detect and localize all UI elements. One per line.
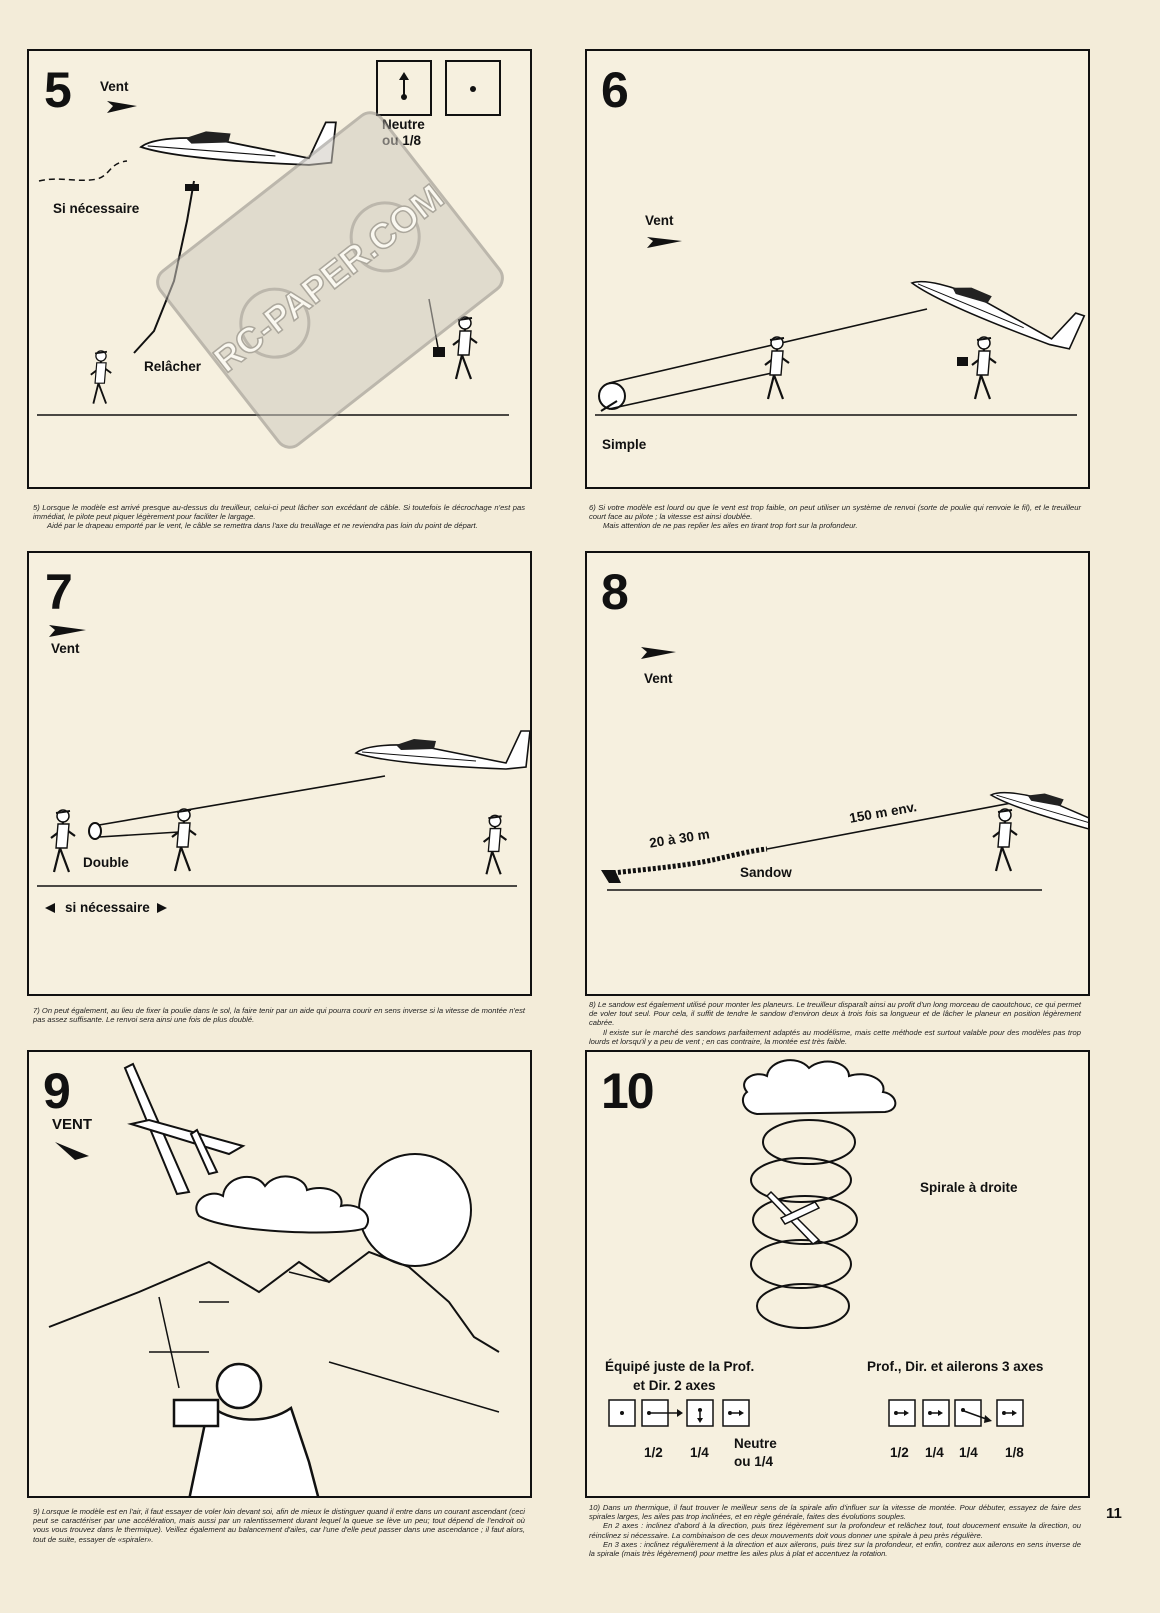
panel-5: 5 Vent Neutre ou 1/8 Si nécessaire Relâc… [27,49,532,489]
label-right-value-1: 1/2 [890,1445,909,1460]
label-wind: Vent [645,213,674,228]
label-si-necessaire: Si nécessaire [53,201,140,216]
label-left-value-1: 1/2 [644,1445,663,1460]
label-two-axis-title-1: Équipé juste de la Prof. [605,1359,755,1374]
panel-8-illustration [601,647,1088,891]
label-simple: Simple [602,437,647,452]
caption-5: 5) Lorsque le modèle est arrivé presque … [33,503,525,531]
label-wind: Vent [644,671,673,686]
label-si-necessaire: si nécessaire [65,900,150,915]
label-three-axis-title: Prof., Dir. et ailerons 3 axes [867,1359,1044,1374]
panel-number: 9 [43,1063,71,1119]
caption-10: 10) Dans un thermique, il faut trouver l… [589,1503,1081,1559]
panel-9: 9 VENT [27,1050,532,1498]
label-neutre-value: ou 1/8 [382,133,422,148]
label-left-neutre-value: ou 1/4 [734,1454,774,1469]
caption-8: 8) Le sandow est également utilisé pour … [589,1000,1081,1046]
panel-7-illustration [37,625,530,913]
trim-box-neutral [445,60,501,116]
label-wind: Vent [100,79,129,94]
caption-7: 7) On peut également, au lieu de fixer l… [33,1006,525,1025]
label-neutre: Neutre [382,117,425,132]
caption-6: 6) Si votre modèle est lourd ou que le v… [589,503,1081,531]
label-right-value-4: 1/8 [1005,1445,1024,1460]
label-spirale: Spirale à droite [920,1180,1018,1195]
panel-7: 7 Vent Double si nécessaire [27,551,532,996]
label-left-value-2: 1/4 [690,1445,709,1460]
panel-8: 8 Vent 20 à 30 m 150 m env. Sandow [585,551,1090,996]
arrow-up-icon [399,72,409,100]
label-relacher: Relâcher [144,359,202,374]
label-two-axis-title-2: et Dir. 2 axes [633,1378,716,1393]
trim-box-up [376,60,432,116]
panel-number: 10 [601,1063,655,1119]
panel-number: 5 [44,62,72,118]
panel-number: 8 [601,564,629,620]
panel-10: 10 Spirale à droite Équipé juste de la P… [585,1050,1090,1498]
label-wind: VENT [52,1116,93,1133]
panel-number: 6 [601,62,629,118]
panel-10-illustration [608,1059,1024,1427]
label-wind: Vent [51,641,80,656]
panel-6: 6 Vent Simple [585,49,1090,489]
panel-6-illustration [595,237,1086,416]
label-left-neutre: Neutre [734,1436,777,1451]
label-double: Double [83,855,129,870]
panel-number: 7 [45,564,73,620]
label-sandow: Sandow [740,865,792,880]
label-right-value-2: 1/4 [925,1445,944,1460]
label-right-value-3: 1/4 [959,1445,978,1460]
dot-icon [470,86,476,92]
caption-9: 9) Lorsque le modèle est en l'air, il fa… [33,1507,525,1544]
page-number: 11 [1106,1505,1122,1522]
panel-9-illustration [48,1062,500,1496]
